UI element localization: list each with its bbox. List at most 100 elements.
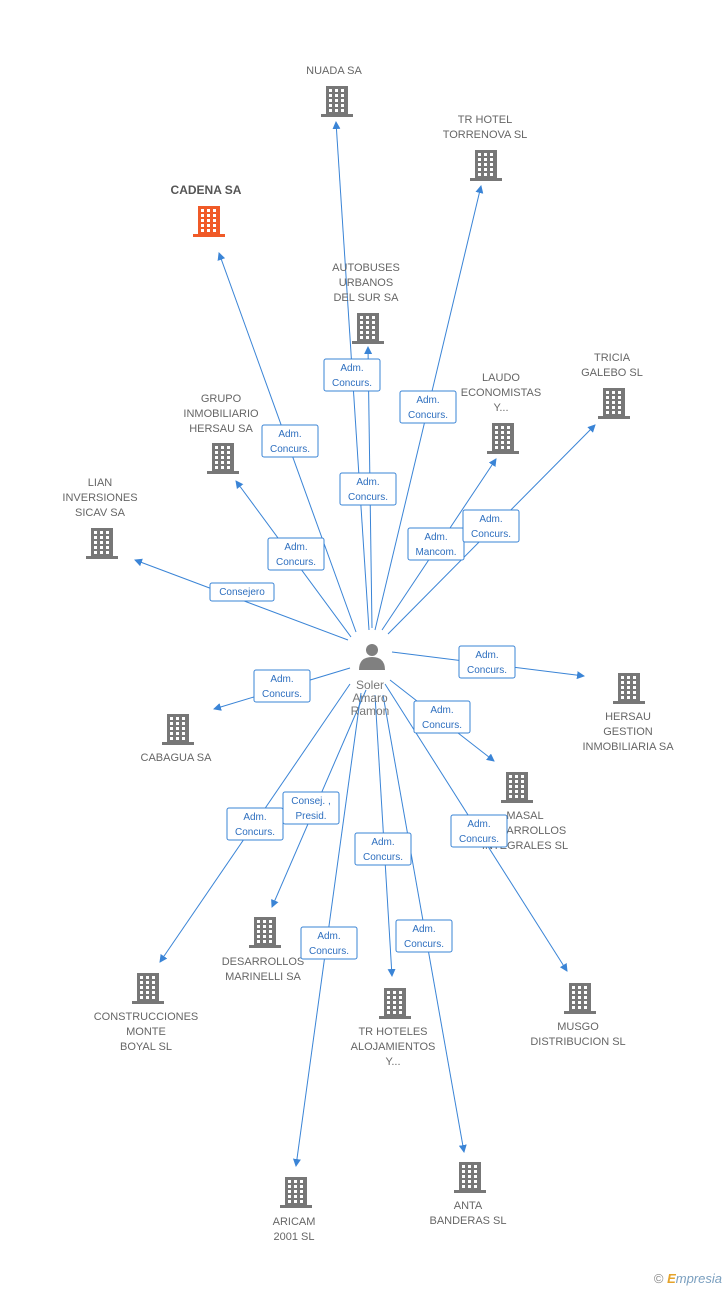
- edge-label-masal[interactable]: Adm.Concurs.: [450, 814, 508, 848]
- edge-label-trhoteles[interactable]: Adm.Concurs.: [354, 832, 412, 866]
- edge-label-text: Concurs.: [332, 378, 372, 389]
- edge-label-trhotel[interactable]: Adm. Concurs.: [399, 390, 457, 424]
- company-name: NUADA SA: [306, 65, 362, 77]
- company-name: CADENA SA: [171, 183, 242, 197]
- edge-label-text: Concurs.: [467, 665, 507, 676]
- person-name: Soler: [356, 678, 384, 692]
- brand-name: mpresia: [675, 1271, 722, 1286]
- company-name: TORRENOVA SL: [443, 129, 528, 141]
- company-node-desarrollos[interactable]: DESARROLLOS MARINELLI SA: [222, 917, 305, 983]
- company-name: GESTION: [603, 726, 653, 738]
- person-name: Amaro: [352, 691, 388, 705]
- company-name: SICAV SA: [75, 507, 126, 519]
- company-name: CABAGUA SA: [141, 752, 213, 764]
- edge-label-text: Adm.: [430, 705, 453, 716]
- building-icon: [162, 714, 194, 745]
- company-name: TR HOTELES: [358, 1026, 427, 1038]
- company-name: MUSGO: [557, 1021, 599, 1033]
- edge-label-text: Adm.: [340, 363, 363, 374]
- company-node-cabagua[interactable]: CABAGUA SA: [141, 714, 213, 764]
- nodes-layer: NUADA SA TR HOTEL TORRENOVA SL CADENA SA AUT…: [62, 65, 674, 1243]
- company-name: BANDERAS SL: [429, 1215, 506, 1227]
- edge-label-nuada[interactable]: Adm. Concurs.: [323, 358, 381, 392]
- edge-label-text: Concurs.: [404, 939, 444, 950]
- edge-label-box: [261, 424, 319, 458]
- edge-label-box: [282, 791, 340, 825]
- edge-label-box: [413, 700, 471, 734]
- company-name: DEL SUR SA: [333, 292, 399, 304]
- edge-label-hersau[interactable]: Adm.Concurs.: [458, 645, 516, 679]
- edge-label-text: Adm.: [416, 395, 439, 406]
- edge-label-text: Concurs.: [408, 410, 448, 421]
- edge-labels-layer: Adm. Concurs. Adm. Concurs. Adm. Concurs. Adm.…: [209, 358, 520, 960]
- edge-label-box: [407, 527, 465, 561]
- building-icon: [487, 423, 519, 454]
- company-name: TR HOTEL: [458, 114, 512, 126]
- edge-label-grupo[interactable]: Adm.Concurs.: [267, 537, 325, 571]
- company-name: MONTE: [126, 1026, 166, 1038]
- edge-label-box: [354, 832, 412, 866]
- edge-label-box: [458, 645, 516, 679]
- edge-label-text: Concurs.: [270, 444, 310, 455]
- edge-label-box: [253, 669, 311, 703]
- edge-label-musgo[interactable]: Adm.Concurs.: [413, 700, 471, 734]
- company-node-cadena[interactable]: CADENA SA: [171, 183, 242, 237]
- edge-label-text: Concurs.: [309, 946, 349, 957]
- edge-label-text: Concurs.: [363, 852, 403, 863]
- edge-label-text: Adm.: [479, 514, 502, 525]
- building-icon: [321, 86, 353, 117]
- building-icon: [193, 206, 225, 237]
- edge-label-cadena[interactable]: Adm.Concurs.: [261, 424, 319, 458]
- company-name: MARINELLI SA: [225, 971, 301, 983]
- edge-label-text: Adm.: [243, 812, 266, 823]
- edge-label-box: [462, 509, 520, 543]
- edge-label-text: Concurs.: [235, 827, 275, 838]
- edge-label-desarrollos[interactable]: Consej. ,Presid.: [282, 791, 340, 825]
- edge-label-laudo[interactable]: Adm.Mancom.: [407, 527, 465, 561]
- building-icon: [352, 313, 384, 344]
- company-name: ECONOMISTAS: [461, 387, 541, 399]
- company-name: Y...: [385, 1056, 400, 1068]
- person-icon: [359, 644, 385, 670]
- edge-label-box: [339, 472, 397, 506]
- edge-label-text: Concurs.: [459, 834, 499, 845]
- company-node-musgo[interactable]: MUSGO DISTRIBUCION SL: [530, 983, 626, 1048]
- footer-brand[interactable]: © Empresia: [654, 1271, 722, 1286]
- company-node-trhotel[interactable]: TR HOTEL TORRENOVA SL: [443, 114, 528, 181]
- building-icon: [454, 1162, 486, 1193]
- company-name: DISTRIBUCION SL: [530, 1036, 625, 1048]
- edge-label-text: Adm.: [270, 674, 293, 685]
- edge-label-aricam[interactable]: Adm.Concurs.: [300, 926, 358, 960]
- building-icon: [470, 150, 502, 181]
- company-node-nuada[interactable]: NUADA SA: [306, 65, 362, 117]
- company-name: ARICAM: [273, 1216, 316, 1228]
- company-node-laudo[interactable]: LAUDOECONOMISTASY...: [461, 372, 541, 454]
- company-node-trhoteles[interactable]: TR HOTELESALOJAMIENTOSY...: [351, 988, 436, 1068]
- edge-label-autobuses[interactable]: Adm.Concurs.: [339, 472, 397, 506]
- edge-label-text: Adm.: [412, 924, 435, 935]
- edge-label-tricia[interactable]: Adm.Concurs.: [462, 509, 520, 543]
- company-name: CONSTRUCCIONES: [94, 1011, 199, 1023]
- company-node-hersau[interactable]: HERSAU GESTION INMOBILIARIA SA: [582, 673, 674, 753]
- company-name: HERSAU: [605, 711, 651, 723]
- edge-label-lian[interactable]: Consejero: [209, 582, 275, 602]
- company-name: INMOBILIARIA SA: [582, 741, 674, 753]
- edge-label-cabagua[interactable]: Adm.Concurs.: [253, 669, 311, 703]
- company-name: DESARROLLOS: [222, 956, 305, 968]
- building-icon: [280, 1177, 312, 1208]
- edge-label-anta[interactable]: Adm. Concurs.: [395, 919, 453, 953]
- building-icon: [564, 983, 596, 1014]
- edge-label-construcciones[interactable]: Adm. Concurs.: [226, 807, 284, 841]
- company-name: AUTOBUSES: [332, 262, 400, 274]
- company-name: GRUPO: [201, 393, 242, 405]
- company-name: INVERSIONES: [62, 492, 137, 504]
